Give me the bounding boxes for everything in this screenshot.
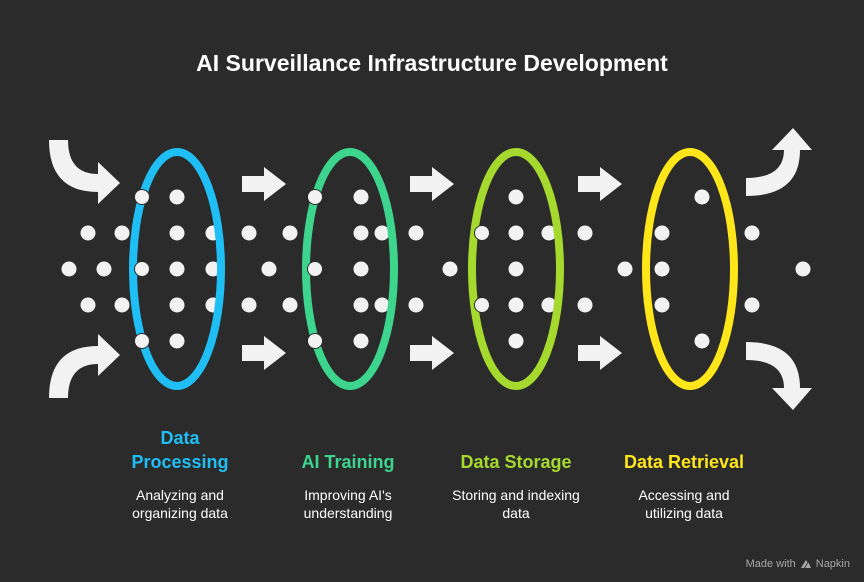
data-dot <box>694 189 710 205</box>
data-dot <box>241 297 257 313</box>
stage-description-line: Analyzing and <box>136 487 224 503</box>
curved-arrow-icon <box>49 140 120 204</box>
stage-label: AI Training <box>263 450 433 474</box>
data-dot <box>80 297 96 313</box>
data-dot <box>744 297 760 313</box>
data-dot <box>241 225 257 241</box>
stage-description-line: Storing and indexing <box>452 487 580 503</box>
stage-label-line: Processing <box>131 452 229 472</box>
data-dot <box>654 261 670 277</box>
flow-arrow-icon <box>410 167 454 201</box>
data-dot <box>80 225 96 241</box>
data-dot <box>169 297 185 313</box>
data-dot <box>508 225 524 241</box>
data-dot <box>169 261 185 277</box>
data-dot <box>694 333 710 349</box>
data-dot <box>169 189 185 205</box>
stage-rings <box>129 148 738 390</box>
curved-arrow-icon <box>49 334 120 398</box>
data-dot <box>508 261 524 277</box>
data-dot <box>474 225 490 241</box>
data-dot <box>374 225 390 241</box>
stage-label: Data Storage <box>431 450 601 474</box>
data-dot <box>508 189 524 205</box>
flow-arrow-icon <box>242 167 286 201</box>
data-dot <box>282 225 298 241</box>
stage-description-line: data <box>502 505 530 521</box>
data-dot <box>282 297 298 313</box>
data-dot <box>134 333 150 349</box>
stage-label: Data Retrieval <box>599 450 769 474</box>
data-dot <box>577 297 593 313</box>
data-dot <box>169 333 185 349</box>
stage-label-line: AI Training <box>301 452 395 472</box>
stage-ring-icon <box>468 148 564 390</box>
watermark-brand: Napkin <box>815 558 850 570</box>
data-dot <box>795 261 811 277</box>
data-dot <box>134 189 150 205</box>
data-dot <box>654 297 670 313</box>
data-dot <box>541 297 557 313</box>
stage-description-line: organizing data <box>132 505 228 521</box>
data-dot <box>205 261 221 277</box>
data-dot <box>307 333 323 349</box>
data-dot <box>508 333 524 349</box>
curved-arrow-icon <box>746 128 812 196</box>
data-dot <box>169 225 185 241</box>
data-dot <box>408 225 424 241</box>
stage-label-line: Data <box>160 428 200 448</box>
data-dot <box>114 297 130 313</box>
stage-ring-icon <box>642 148 738 390</box>
flow-arrow-icon <box>578 336 622 370</box>
stage-description: Accessing and utilizing data <box>599 486 769 522</box>
data-dot <box>474 297 490 313</box>
data-dot <box>261 261 277 277</box>
stage-description: Storing and indexing data <box>431 486 601 522</box>
data-dot <box>307 261 323 277</box>
napkin-logo-icon <box>800 560 811 568</box>
data-dot <box>134 261 150 277</box>
stage-description-line: understanding <box>303 505 393 521</box>
data-dot <box>353 189 369 205</box>
stage-description-line: utilizing data <box>645 505 723 521</box>
data-dot <box>353 225 369 241</box>
watermark-text: Made with <box>745 558 796 570</box>
data-dot <box>353 297 369 313</box>
stage-label-line: Data Retrieval <box>623 452 745 472</box>
diagram-title: AI Surveillance Infrastructure Developme… <box>196 50 668 76</box>
stage-description: Analyzing and organizing data <box>95 486 265 522</box>
curved-arrow-icon <box>746 342 812 410</box>
flow-arrows <box>49 128 812 410</box>
stage-label-line: Data Storage <box>460 452 572 472</box>
data-dot <box>61 261 77 277</box>
data-dot <box>374 297 390 313</box>
flow-arrow-icon <box>410 336 454 370</box>
data-dots <box>61 189 811 349</box>
data-dot <box>654 225 670 241</box>
flow-arrow-icon <box>578 167 622 201</box>
data-dot <box>353 333 369 349</box>
data-dot <box>96 261 112 277</box>
data-dot <box>408 297 424 313</box>
data-dot <box>307 189 323 205</box>
ring-overlap-dots <box>134 189 490 349</box>
data-dot <box>353 261 369 277</box>
stage-description-line: Accessing and <box>638 487 730 503</box>
stage-ring-icon <box>302 148 398 390</box>
data-dot <box>541 225 557 241</box>
data-dot <box>577 225 593 241</box>
watermark: Made with Napkin <box>746 558 850 570</box>
data-dot <box>617 261 633 277</box>
data-dot <box>508 297 524 313</box>
data-dot <box>114 225 130 241</box>
stage-description: Improving AI's understanding <box>263 486 433 522</box>
data-dot <box>744 225 760 241</box>
data-dot <box>442 261 458 277</box>
flow-arrow-icon <box>242 336 286 370</box>
stage-description-line: Improving AI's <box>304 487 392 503</box>
stage-ring-icon <box>129 148 225 390</box>
